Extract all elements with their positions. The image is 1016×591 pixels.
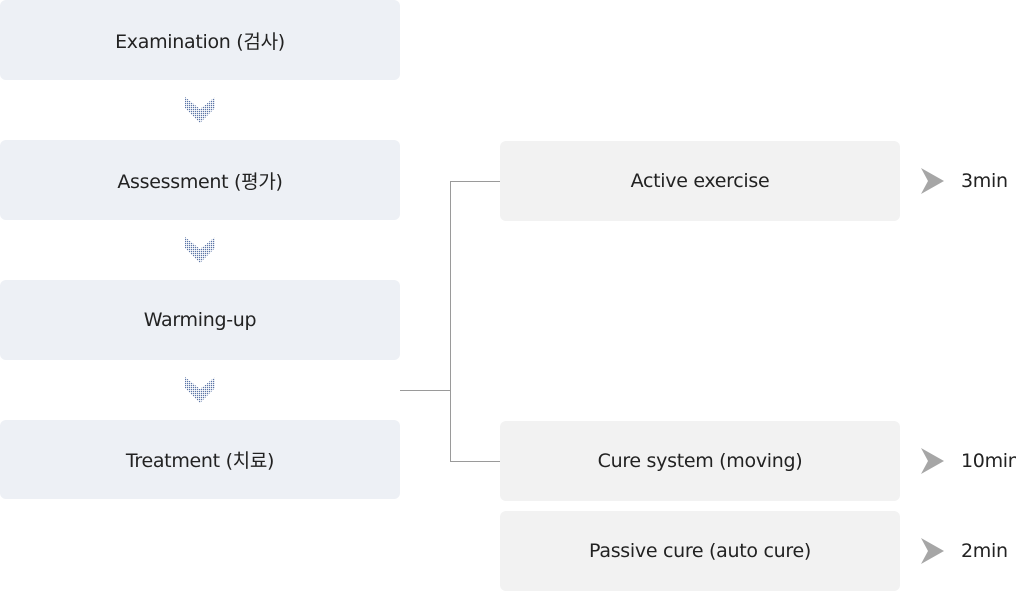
- step-warming-up-label: Warming-up: [143, 309, 257, 331]
- step-assessment-label: Assessment (평가): [117, 170, 283, 193]
- chevron-down-icon: [185, 237, 215, 263]
- step-treatment-label: Treatment (치료): [125, 450, 275, 472]
- triangle-right-icon: [921, 168, 944, 194]
- triangle-right-icon: [921, 538, 944, 564]
- treatment-cure-system-box: Cure system (moving): [500, 421, 900, 501]
- treatment-passive-cure-box: Passive cure (auto cure): [500, 511, 900, 591]
- connector-vertical: [450, 181, 451, 462]
- chevron-down-icon: [185, 377, 215, 403]
- step-warming-up-box: Warming-up: [0, 280, 400, 360]
- step-assessment-box: Assessment (평가): [0, 140, 400, 220]
- step-treatment-box: Treatment (치료): [0, 420, 400, 499]
- step-examination-label: Examination (검사): [115, 30, 285, 53]
- treatment-active-exercise-duration: 3min: [961, 170, 1008, 192]
- connector-horizontal: [400, 390, 451, 391]
- treatment-active-exercise-label: Active exercise: [630, 170, 770, 192]
- treatment-passive-cure-label: Passive cure (auto cure): [589, 540, 811, 562]
- treatment-passive-cure-duration: 2min: [961, 540, 1008, 562]
- connector-to-cure-system: [450, 461, 500, 462]
- treatment-active-exercise-box: Active exercise: [500, 141, 900, 221]
- treatment-cure-system-duration: 10min: [961, 450, 1016, 472]
- chevron-down-icon: [185, 97, 215, 123]
- step-examination-box: Examination (검사): [0, 0, 400, 80]
- connector-to-active-exercise: [450, 181, 500, 182]
- triangle-right-icon: [921, 448, 944, 474]
- treatment-cure-system-label: Cure system (moving): [597, 450, 803, 472]
